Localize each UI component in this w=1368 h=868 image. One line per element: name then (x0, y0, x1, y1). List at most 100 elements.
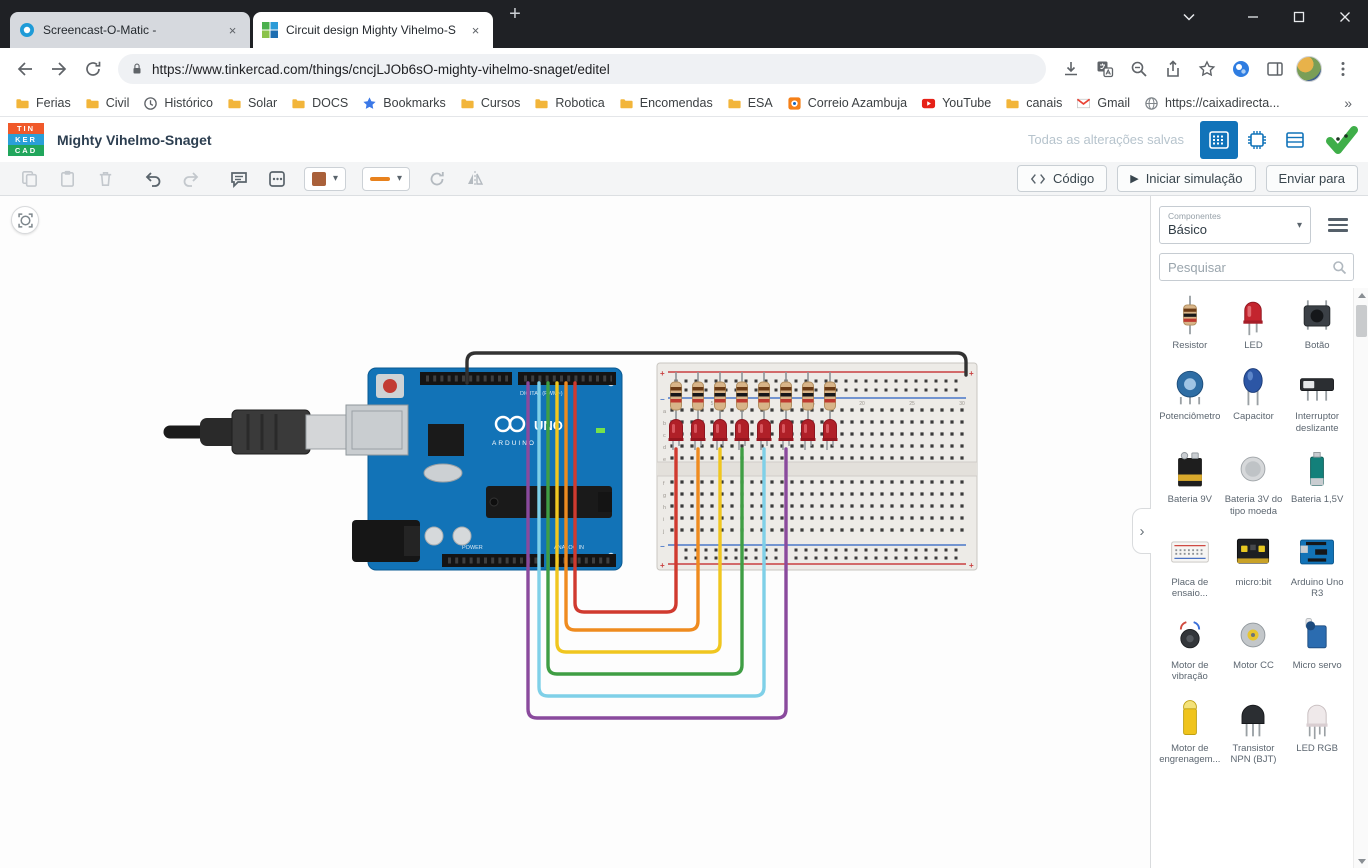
bookmark-item[interactable]: Correio Azambuja (780, 94, 914, 113)
tab-strip: Screencast-O-Matic -×Circuit design Migh… (0, 0, 493, 48)
close-icon[interactable] (1322, 0, 1368, 34)
zoom-to-fit-button[interactable] (11, 206, 39, 234)
usb-cable[interactable] (170, 410, 350, 454)
component-tile-led-rgb[interactable]: LED RGB (1286, 696, 1348, 766)
component-tile-transistor-npn-bjt[interactable]: Transistor NPN (BJT) (1223, 696, 1285, 766)
user-avatar[interactable] (1324, 122, 1360, 158)
url-bar[interactable]: https://www.tinkercad.com/things/cncjLJO… (118, 54, 1046, 84)
bookmark-item[interactable]: Cursos (453, 94, 528, 113)
bookmark-label: Solar (248, 96, 277, 110)
logo-row: TIN (8, 123, 44, 134)
profile-avatar[interactable] (1296, 56, 1322, 82)
maximize-icon[interactable] (1276, 0, 1322, 34)
bateria9v-icon (1168, 447, 1212, 491)
copy-icon[interactable] (16, 166, 42, 192)
menu-kebab-icon[interactable] (1328, 54, 1358, 84)
component-tile-arduino-uno-r3[interactable]: Arduino Uno R3 (1286, 530, 1348, 600)
bookmark-item[interactable]: YouTube (914, 94, 998, 113)
component-tile-bot-o[interactable]: Botão (1286, 293, 1348, 351)
svg-text:e: e (663, 457, 666, 463)
component-tile-motor-de-engrenagem[interactable]: Motor de engrenagem... (1159, 696, 1221, 766)
tab-close-icon[interactable]: × (467, 22, 484, 39)
scroll-down-icon[interactable] (1354, 854, 1368, 868)
component-tile-bateria-1-5v[interactable]: Bateria 1,5V (1286, 447, 1348, 517)
component-tile-interruptor-deslizante[interactable]: Interruptor deslizante (1286, 364, 1348, 434)
arduino-uno-board[interactable]: UNO ARDUINO DIGITAL (PWM~) POWER ANALOG … (346, 368, 622, 570)
svg-text:g: g (663, 493, 666, 499)
minimize-icon[interactable] (1230, 0, 1276, 34)
reload-icon[interactable] (78, 54, 108, 84)
side-panel-icon[interactable] (1260, 54, 1290, 84)
component-list-view-icon[interactable] (1328, 218, 1348, 232)
bookmark-item[interactable]: https://caixadirecta... (1137, 94, 1287, 113)
search-input[interactable] (1160, 254, 1353, 280)
mirror-icon[interactable] (462, 166, 488, 192)
component-tile-micro-bit[interactable]: micro:bit (1223, 530, 1285, 600)
bookmark-item[interactable]: Ferias (8, 94, 78, 113)
component-tile-bateria-9v[interactable]: Bateria 9V (1159, 447, 1221, 517)
forward-icon[interactable] (44, 54, 74, 84)
component-tile-motor-cc[interactable]: Motor CC (1223, 613, 1285, 683)
bookmark-item[interactable]: Gmail (1069, 94, 1137, 113)
bookmark-star-icon[interactable] (1192, 54, 1222, 84)
panel-scrollbar[interactable] (1353, 288, 1368, 868)
tab-search-chevron-icon[interactable] (1166, 0, 1212, 34)
view-list-button[interactable] (1276, 121, 1314, 159)
delete-icon[interactable] (92, 166, 118, 192)
rail-minus-label: − (660, 395, 665, 404)
browser-tab[interactable]: Screencast-O-Matic -× (10, 12, 250, 48)
bookmark-item[interactable]: Bookmarks (355, 94, 453, 113)
view-schematic-button[interactable] (1238, 121, 1276, 159)
component-tile-resistor[interactable]: Resistor (1159, 293, 1221, 351)
component-tile-led[interactable]: LED (1223, 293, 1285, 351)
label-icon[interactable] (264, 166, 290, 192)
bookmark-item[interactable]: Robotica (527, 94, 611, 113)
component-tile-micro-servo[interactable]: Micro servo (1286, 613, 1348, 683)
undo-icon[interactable] (140, 166, 166, 192)
wire-style-dropdown[interactable]: ▾ (362, 167, 410, 191)
new-tab-button[interactable]: + (501, 0, 529, 28)
color-dropdown[interactable]: ▾ (304, 167, 346, 191)
send-to-button[interactable]: Enviar para (1266, 165, 1358, 192)
history-icon (143, 96, 158, 111)
view-breadboard-button[interactable] (1200, 121, 1238, 159)
annotation-icon[interactable] (226, 166, 252, 192)
scroll-up-icon[interactable] (1354, 288, 1368, 302)
bookmark-item[interactable]: Solar (220, 94, 284, 113)
bookmark-item[interactable]: Civil (78, 94, 137, 113)
rotate-icon[interactable] (424, 166, 450, 192)
code-button[interactable]: Código (1017, 165, 1107, 192)
zoom-icon[interactable] (1124, 54, 1154, 84)
rail-plus-label: + (660, 561, 665, 570)
tinkercad-favicon (262, 22, 278, 38)
bookmark-item[interactable]: Encomendas (612, 94, 720, 113)
extension-icon[interactable] (1226, 54, 1256, 84)
component-tile-potenci-metro[interactable]: Potenciômetro (1159, 364, 1221, 434)
bookmark-item[interactable]: DOCS (284, 94, 355, 113)
tinkercad-logo[interactable]: TIN KER CAD (8, 123, 44, 157)
category-label: Componentes (1168, 211, 1302, 221)
design-title[interactable]: Mighty Vihelmo-Snaget (57, 132, 212, 148)
component-tile-bateria-3v-do-tipo-moeda[interactable]: Bateria 3V do tipo moeda (1223, 447, 1285, 517)
bookmark-item[interactable]: canais (998, 94, 1069, 113)
start-simulation-button[interactable]: ▶ Iniciar simulação (1117, 165, 1255, 192)
translate-icon[interactable] (1090, 54, 1120, 84)
scrollbar-thumb[interactable] (1356, 305, 1367, 337)
tab-close-icon[interactable]: × (224, 22, 241, 39)
component-tile-capacitor[interactable]: Capacitor (1223, 364, 1285, 434)
share-icon[interactable] (1158, 54, 1188, 84)
back-icon[interactable] (10, 54, 40, 84)
panel-collapse-icon[interactable]: › (1132, 508, 1151, 554)
components-category-dropdown[interactable]: Componentes Básico ▾ (1159, 206, 1311, 244)
bookmark-item[interactable]: ESA (720, 94, 780, 113)
circuit-canvas[interactable]: UNO ARDUINO DIGITAL (PWM~) POWER ANALOG … (0, 196, 1150, 868)
component-tile-motor-de-vibra-o[interactable]: Motor de vibração (1159, 613, 1221, 683)
redo-icon[interactable] (178, 166, 204, 192)
component-tile-placa-de-ensaio[interactable]: Placa de ensaio... (1159, 530, 1221, 600)
breadboard[interactable]: + + + + − − abcdefghij151015202530 (657, 363, 977, 570)
bookmark-item[interactable]: Histórico (136, 94, 220, 113)
download-icon[interactable] (1056, 54, 1086, 84)
browser-tab[interactable]: Circuit design Mighty Vihelmo-S× (253, 12, 493, 48)
paste-icon[interactable] (54, 166, 80, 192)
bookmarks-overflow-icon[interactable]: » (1336, 95, 1360, 111)
